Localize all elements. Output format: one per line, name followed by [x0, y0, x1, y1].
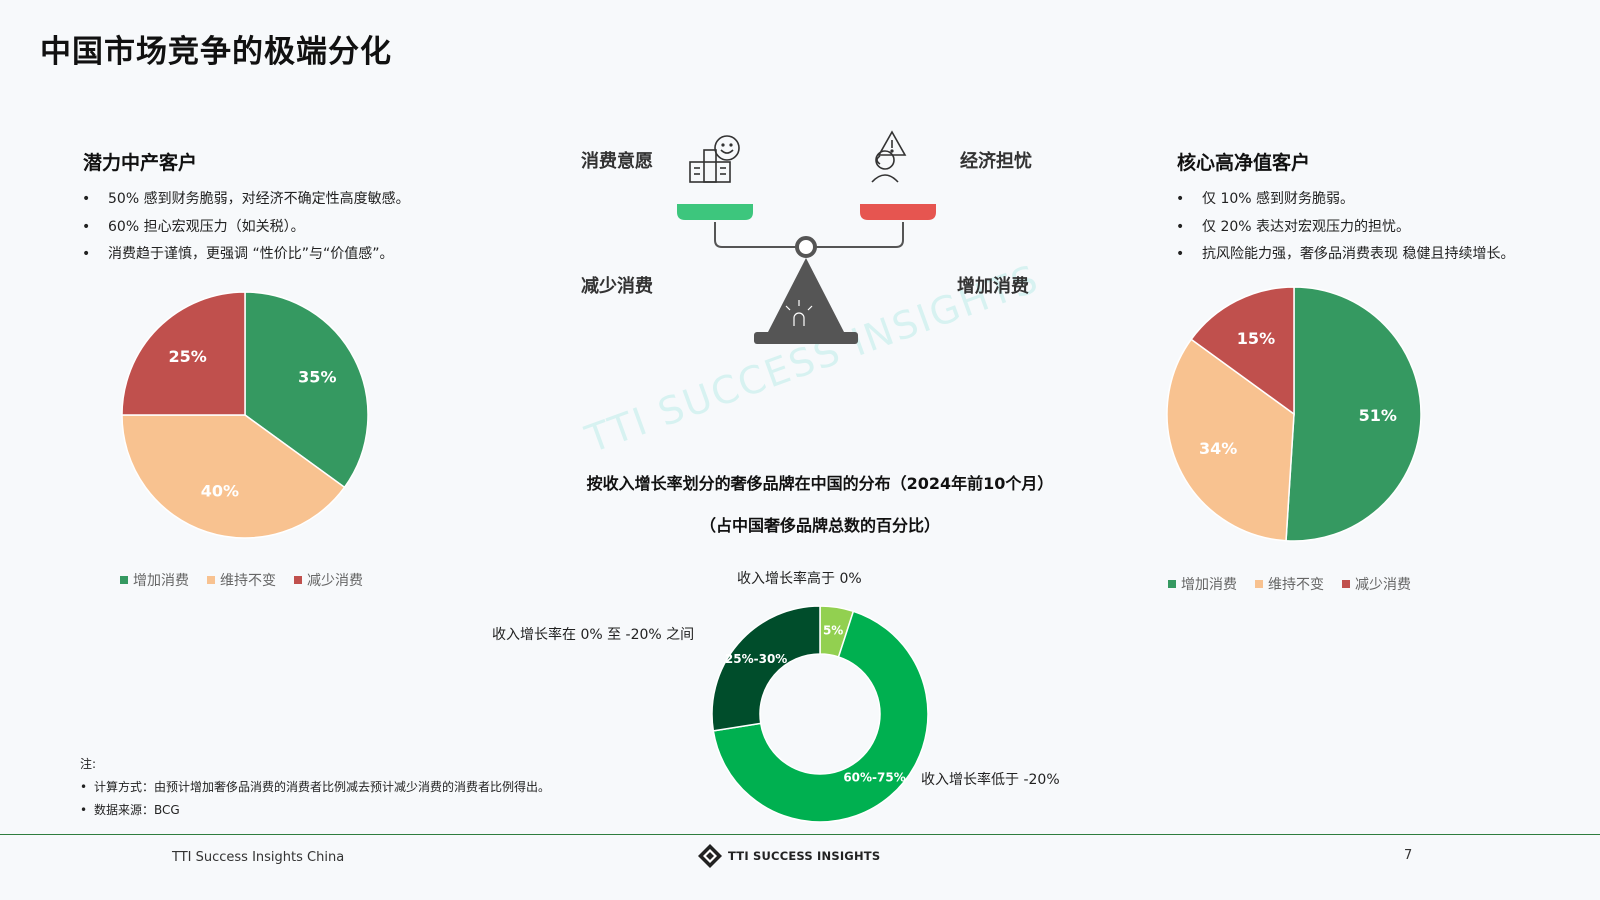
footer-company: TTI Success Insights China — [172, 850, 345, 865]
pie-slice-label: 5% — [823, 624, 843, 638]
scale-label-concern: 经济担忧 — [960, 151, 1032, 172]
legend-label: 减少消费 — [307, 573, 363, 589]
left-bullet: 消费趋于谨慎，更强调 “性价比”与“价值感”。 — [82, 241, 410, 269]
legend-swatch — [1255, 580, 1263, 588]
footer-logo: TTI SUCCESS INSIGHTS — [697, 843, 880, 869]
legend-swatch — [1342, 580, 1350, 588]
page-number: 7 — [1404, 848, 1413, 863]
shopping-person-icon — [689, 135, 740, 183]
scale-foot — [754, 332, 858, 344]
legend-swatch — [207, 576, 215, 584]
legend-item-decrease: 减少消费 — [1342, 574, 1411, 594]
scale-label-reduce: 减少消费 — [581, 276, 653, 297]
right-pie-legend: 增加消费 维持不变 减少消费 — [1168, 574, 1411, 594]
right-panel-title: 核心高净值客户 — [1177, 152, 1311, 174]
legend-item-decrease: 减少消费 — [294, 570, 363, 590]
pie-slice — [712, 610, 929, 823]
legend-label: 减少消费 — [1355, 577, 1411, 593]
footnotes: 注: 计算方式：由预计增加奢侈品消费的消费者比例减去预计减少消费的消费者比例得出… — [80, 756, 550, 822]
pie-slice — [1166, 338, 1295, 542]
notes-heading: 注: — [80, 757, 97, 771]
legend-item-maintain: 维持不变 — [207, 570, 276, 590]
note-item: 数据来源：BCG — [80, 799, 550, 822]
left-bullet: 50% 感到财务脆弱，对经济不确定性高度敏感。 — [82, 186, 410, 214]
pie-slice — [121, 291, 246, 416]
pie-slice-label: 15% — [1237, 329, 1275, 348]
left-pie-legend: 增加消费 维持不变 减少消费 — [120, 570, 363, 590]
gauge-icon — [785, 300, 813, 326]
legend-item-increase: 增加消费 — [1168, 574, 1237, 594]
left-scale-pan — [677, 204, 753, 220]
right-pie-chart: 51% 34% 15% — [1166, 286, 1422, 542]
right-bullet: 仅 20% 表达对宏观压力的担忧。 — [1176, 214, 1514, 242]
scale-label-increase: 增加消费 — [957, 276, 1029, 297]
scale-label-willingness: 消费意愿 — [581, 151, 653, 172]
right-bullet: 仅 10% 感到财务脆弱。 — [1176, 186, 1514, 214]
legend-swatch — [120, 576, 128, 584]
legend-label: 维持不变 — [1268, 577, 1324, 593]
left-pie-chart: 35% 40% 25% — [121, 291, 369, 539]
pie-slice — [1190, 286, 1295, 416]
legend-swatch — [1168, 580, 1176, 588]
pie-slice-label: 40% — [201, 482, 239, 501]
footer-logo-text: TTI SUCCESS INSIGHTS — [728, 849, 881, 863]
donut-category-label: 收入增长率低于 -20% — [921, 772, 1060, 788]
page-title: 中国市场竞争的极端分化 — [40, 34, 392, 70]
right-scale-pan — [860, 204, 936, 220]
pie-slice-label: 51% — [1359, 406, 1397, 425]
donut-category-label: 收入增长率高于 0% — [737, 571, 862, 587]
scale-pivot — [795, 236, 817, 258]
pie-slice — [121, 414, 346, 539]
donut-chart-subtitle: （占中国奢侈品牌总数的百分比） — [699, 516, 940, 535]
legend-label: 增加消费 — [133, 573, 189, 589]
footer-divider — [0, 834, 1600, 835]
pie-slice — [244, 291, 369, 489]
pie-slice — [1285, 286, 1422, 542]
legend-swatch — [294, 576, 302, 584]
pie-slice — [711, 605, 821, 732]
donut-chart: 5% 60%-75% 25%-30% — [711, 605, 929, 823]
tti-diamond-icon — [698, 844, 722, 868]
right-panel-bullets: 仅 10% 感到财务脆弱。 仅 20% 表达对宏观压力的担忧。 抗风险能力强，奢… — [1176, 186, 1514, 269]
pie-slice-label: 25% — [168, 347, 206, 366]
pie-slice-label: 25%-30% — [725, 652, 787, 666]
legend-label: 维持不变 — [220, 573, 276, 589]
scale-base — [768, 258, 844, 332]
right-bullet: 抗风险能力强，奢侈品消费表现 稳健且持续增长。 — [1176, 241, 1514, 269]
legend-item-increase: 增加消费 — [120, 570, 189, 590]
legend-label: 增加消费 — [1181, 577, 1237, 593]
pie-slice-label: 60%-75% — [843, 770, 905, 784]
legend-item-maintain: 维持不变 — [1255, 574, 1324, 594]
left-panel-bullets: 50% 感到财务脆弱，对经济不确定性高度敏感。 60% 担心宏观压力（如关税）。… — [82, 186, 410, 269]
left-panel-title: 潜力中产客户 — [83, 152, 198, 174]
worried-person-icon — [871, 130, 907, 183]
left-bullet: 60% 担心宏观压力（如关税）。 — [82, 214, 410, 242]
note-item: 计算方式：由预计增加奢侈品消费的消费者比例减去预计减少消费的消费者比例得出。 — [80, 776, 550, 799]
balance-scale-illustration — [677, 130, 936, 344]
pie-slice-label: 35% — [298, 368, 336, 387]
donut-category-label: 收入增长率在 0% 至 -20% 之间 — [492, 627, 695, 643]
pie-slice-label: 34% — [1199, 439, 1237, 458]
donut-chart-title: 按收入增长率划分的奢侈品牌在中国的分布（2024年前10个月） — [586, 474, 1054, 493]
